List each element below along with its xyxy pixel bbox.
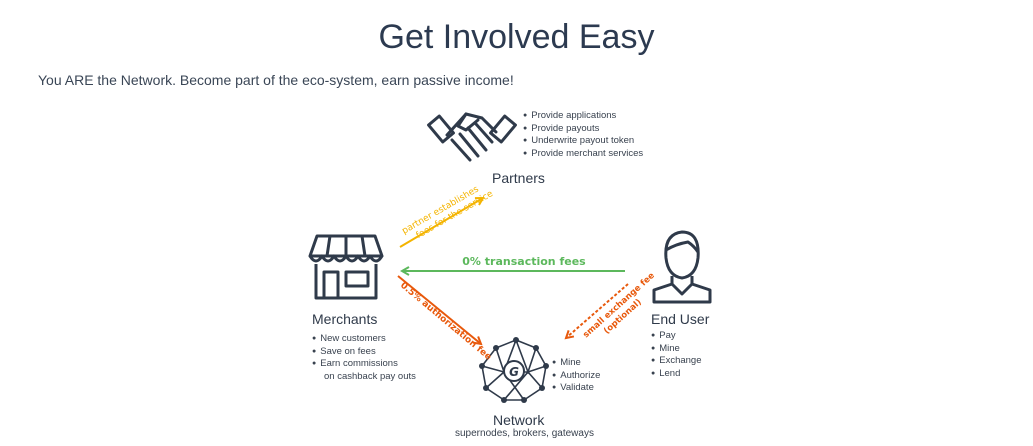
list-item: Mine — [651, 343, 702, 356]
list-item: on cashback pay outs — [324, 370, 416, 382]
list-item: Underwrite payout token — [523, 135, 643, 148]
end-user-list: Pay Mine Exchange Lend — [651, 330, 702, 381]
partners-list: Provide applications Provide payouts Und… — [523, 110, 643, 160]
merchants-label: Merchants — [312, 311, 378, 327]
storefront-icon — [308, 234, 384, 300]
network-sublabel: supernodes, brokers, gateways — [455, 428, 594, 439]
list-item: Provide applications — [523, 110, 643, 123]
authorization-fee-arrow — [397, 275, 481, 344]
list-item: Validate — [552, 382, 600, 395]
list-item: Mine — [552, 357, 600, 370]
page-title: Get Involved Easy — [378, 18, 655, 56]
network-label: Network — [493, 412, 545, 428]
end-user-label: End User — [651, 311, 710, 327]
page-subtitle: You ARE the Network. Become part of the … — [38, 72, 514, 88]
list-item: Save on fees — [312, 346, 416, 359]
list-item: Lend — [651, 368, 702, 381]
handshake-icon — [427, 112, 517, 162]
merchants-list: New customers Save on fees Earn commissi… — [312, 333, 416, 383]
partners-label: Partners — [492, 170, 545, 186]
network-logo-letter: G — [509, 365, 519, 379]
list-item: Earn commissions — [312, 358, 416, 371]
network-list: Mine Authorize Validate — [552, 357, 600, 395]
list-item: Provide payouts — [523, 123, 643, 136]
exchange-fee-arrow — [566, 283, 629, 338]
list-item: New customers — [312, 333, 416, 346]
transaction-fee-label: 0% transaction fees — [462, 255, 586, 268]
user-icon — [652, 230, 712, 304]
list-item: Authorize — [552, 370, 600, 383]
network-globe-icon — [479, 337, 549, 403]
list-item: Exchange — [651, 355, 701, 368]
list-item: Pay — [651, 330, 702, 343]
list-item: Provide merchant services — [523, 148, 643, 161]
exchange-fee-label-1: small exchange fee — [581, 271, 657, 341]
partner-fee-arrow — [399, 198, 483, 248]
